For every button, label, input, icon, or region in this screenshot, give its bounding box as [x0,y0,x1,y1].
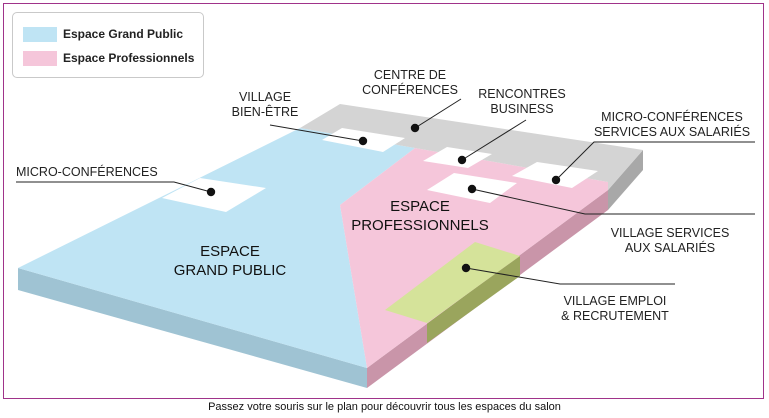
zone-title-professionnels-line1: ESPACE [390,198,450,215]
label-bien-etre-line1: VILLAGE [238,90,292,104]
grand-public-front-wall [18,268,367,388]
label-services-line2: AUX SALARIÉS [624,241,716,255]
zone-title-grand-public-line2: GRAND PUBLIC [173,262,287,279]
dot-rencontres[interactable] [457,155,467,165]
label-village-bien-etre: VILLAGE BIEN-ÊTRE [210,90,320,120]
leader-rencontres [461,119,527,161]
leader-village-services [471,188,755,215]
emploi-front-wall [427,256,520,343]
legend-label-professionnels: Espace Professionnels [63,51,195,65]
label-village-services: VILLAGE SERVICES AUX SALARIÉS [600,226,740,256]
stand-micro-conf-salaries[interactable] [512,162,598,188]
label-micro-conferences: MICRO-CONFÉRENCES [16,165,158,179]
legend-item-professionnels[interactable]: Espace Professionnels [23,50,194,66]
label-micro-salaries-line2: SERVICES AUX SALARIÉS [593,125,751,139]
zone-title-professionnels: ESPACE PROFESSIONNELS [330,197,510,235]
dot-village-emploi[interactable] [461,263,471,273]
leader-micro-conf-salaries [555,141,755,181]
leader-village-emploi [465,267,675,285]
zone-title-grand-public-line1: ESPACE [200,243,260,260]
dot-micro-conf-salaries[interactable] [551,175,561,185]
label-emploi-line2: & RECRUTEMENT [561,309,669,323]
label-emploi-line1: VILLAGE EMPLOI [563,294,667,308]
label-bien-etre-line2: BIEN-ÊTRE [231,105,299,119]
dot-micro-conferences[interactable] [206,187,216,197]
dot-village-services[interactable] [467,184,477,194]
label-centre-conferences: CENTRE DE CONFÉRENCES [350,68,470,98]
dot-centre[interactable] [410,123,420,133]
label-centre-line2: CONFÉRENCES [362,83,458,97]
label-centre-line1: CENTRE DE [373,68,447,82]
map-caption: Passez votre souris sur le plan pour déc… [208,401,561,413]
label-village-emploi: VILLAGE EMPLOI & RECRUTEMENT [550,294,680,324]
zone-title-grand-public: ESPACE GRAND PUBLIC [140,242,320,280]
label-micro-salaries-line1: MICRO-CONFÉRENCES [601,110,743,124]
legend-label-grand-public: Espace Grand Public [63,27,184,41]
legend-swatch-professionnels [23,50,57,66]
leader-micro-conferences [16,181,212,193]
leader-lines [16,98,755,285]
label-rencontres-line2: BUSINESS [490,102,554,116]
label-rencontres-business: RENCONTRES BUSINESS [470,87,574,117]
legend: Espace Grand Public Espace Professionnel… [12,12,204,78]
legend-item-grand-public[interactable]: Espace Grand Public [23,26,183,42]
marker-dots [206,123,561,273]
label-services-line1: VILLAGE SERVICES [610,226,730,240]
zone-grand-public[interactable] [18,128,415,368]
stand-micro-conferences[interactable] [162,178,266,212]
label-rencontres-line1: RENCONTRES [478,87,566,101]
zone-village-emploi[interactable] [385,242,520,323]
label-micro-conf-salaries: MICRO-CONFÉRENCES SERVICES AUX SALARIÉS [584,110,760,140]
zone-title-professionnels-line2: PROFESSIONNELS [351,217,489,234]
leader-bien-etre [269,124,364,142]
dot-bien-etre[interactable] [358,136,368,146]
gray-side-wall [608,150,643,210]
legend-swatch-grand-public [23,26,57,42]
leader-centre [414,98,462,129]
